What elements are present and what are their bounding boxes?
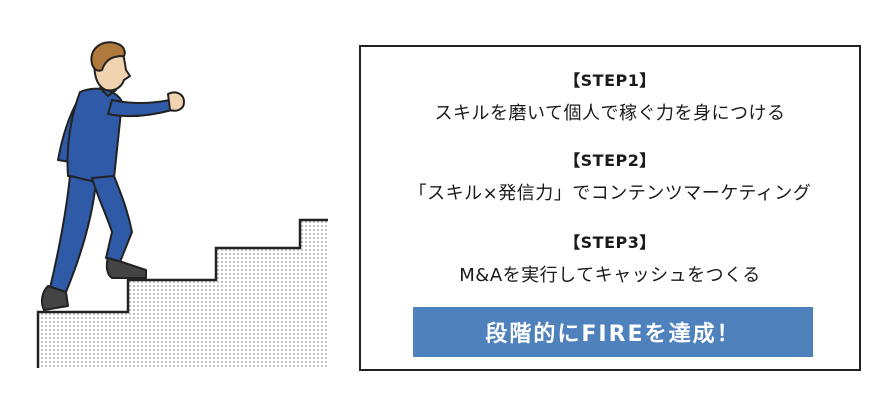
- businessman-figure: [40, 41, 185, 311]
- step3-heading: 【STEP3】: [564, 233, 656, 252]
- step3-description: M&Aを実行してキャッシュをつくる: [459, 265, 761, 286]
- step2-heading: 【STEP2】: [564, 151, 656, 170]
- steps-panel: 【STEP1】 スキルを磨いて個人で稼ぐ力を身につける 【STEP2】 「スキル…: [359, 45, 861, 371]
- man-climbing-stairs-illustration: [36, 41, 328, 368]
- step2-description: 「スキル×発信力」でコンテンツマーケティング: [408, 183, 812, 204]
- fire-banner: 段階的にFIREを達成！: [413, 307, 813, 357]
- step1-heading: 【STEP1】: [564, 71, 656, 90]
- staircase: [36, 218, 328, 368]
- step1-description: スキルを磨いて個人で稼ぐ力を身につける: [434, 103, 786, 124]
